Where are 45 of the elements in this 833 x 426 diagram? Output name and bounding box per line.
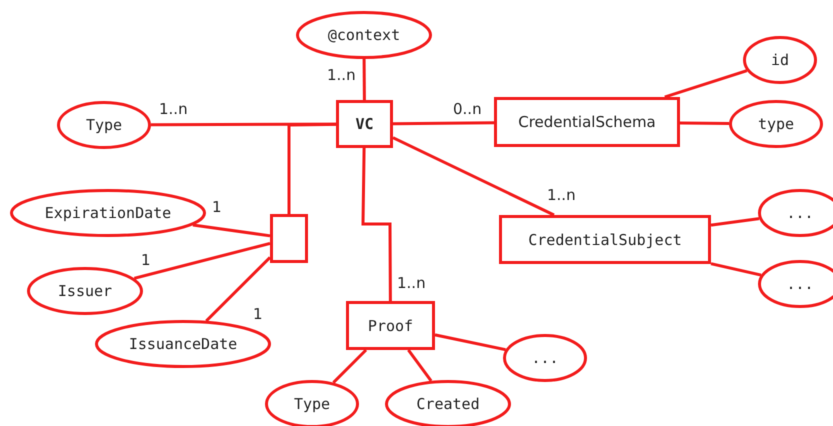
connector-line bbox=[192, 224, 270, 238]
cardinality-label: 1..n bbox=[396, 275, 427, 291]
attribute-name: ... bbox=[786, 204, 814, 222]
attribute-name: ... bbox=[786, 275, 814, 293]
connector-line bbox=[392, 121, 494, 126]
attribute-name: id bbox=[770, 51, 790, 69]
connector-line bbox=[332, 348, 368, 384]
cardinality-label: 1..n bbox=[326, 67, 357, 83]
connector-line bbox=[151, 122, 336, 126]
connector-line bbox=[680, 122, 730, 125]
entity-name: Proof bbox=[368, 316, 414, 334]
attribute-name: ExpirationDate bbox=[44, 204, 172, 222]
attribute-name: IssuanceDate bbox=[128, 335, 238, 353]
entity-box bbox=[346, 301, 435, 350]
empty-box bbox=[270, 214, 308, 263]
connector-line bbox=[392, 136, 555, 216]
cardinality-label: 1 bbox=[252, 306, 264, 322]
attribute-name: Type bbox=[86, 116, 122, 134]
cardinality-label: 1 bbox=[211, 199, 223, 215]
connector-line bbox=[361, 148, 392, 301]
entity-name: CredentialSubject bbox=[528, 230, 682, 248]
attribute-name: type bbox=[758, 115, 794, 133]
attribute-name: ... bbox=[531, 349, 559, 367]
attribute-name: Created bbox=[416, 395, 480, 413]
connector-line bbox=[288, 122, 336, 214]
cardinality-label: 1 bbox=[140, 252, 152, 268]
connector-line bbox=[710, 262, 762, 277]
connector-line bbox=[434, 333, 506, 352]
connector-line bbox=[664, 69, 748, 98]
entity-box bbox=[494, 97, 680, 147]
cardinality-label: 1..n bbox=[546, 187, 577, 203]
attribute-name: @context bbox=[328, 26, 400, 44]
connector-line bbox=[205, 256, 272, 322]
connector-line bbox=[134, 242, 270, 280]
connector-line bbox=[710, 217, 760, 227]
attribute-name: Issuer bbox=[58, 282, 112, 300]
cardinality-label: 1..n bbox=[158, 101, 189, 117]
entity-box bbox=[336, 100, 393, 148]
entity-name: VC bbox=[355, 115, 374, 133]
connector-line bbox=[407, 349, 432, 382]
entity-box bbox=[499, 215, 711, 264]
cardinality-label: 0..n bbox=[452, 101, 483, 117]
connector-line bbox=[362, 58, 366, 100]
attribute-name: Type bbox=[294, 395, 330, 413]
entity-name: CredentialSchema bbox=[518, 113, 656, 131]
